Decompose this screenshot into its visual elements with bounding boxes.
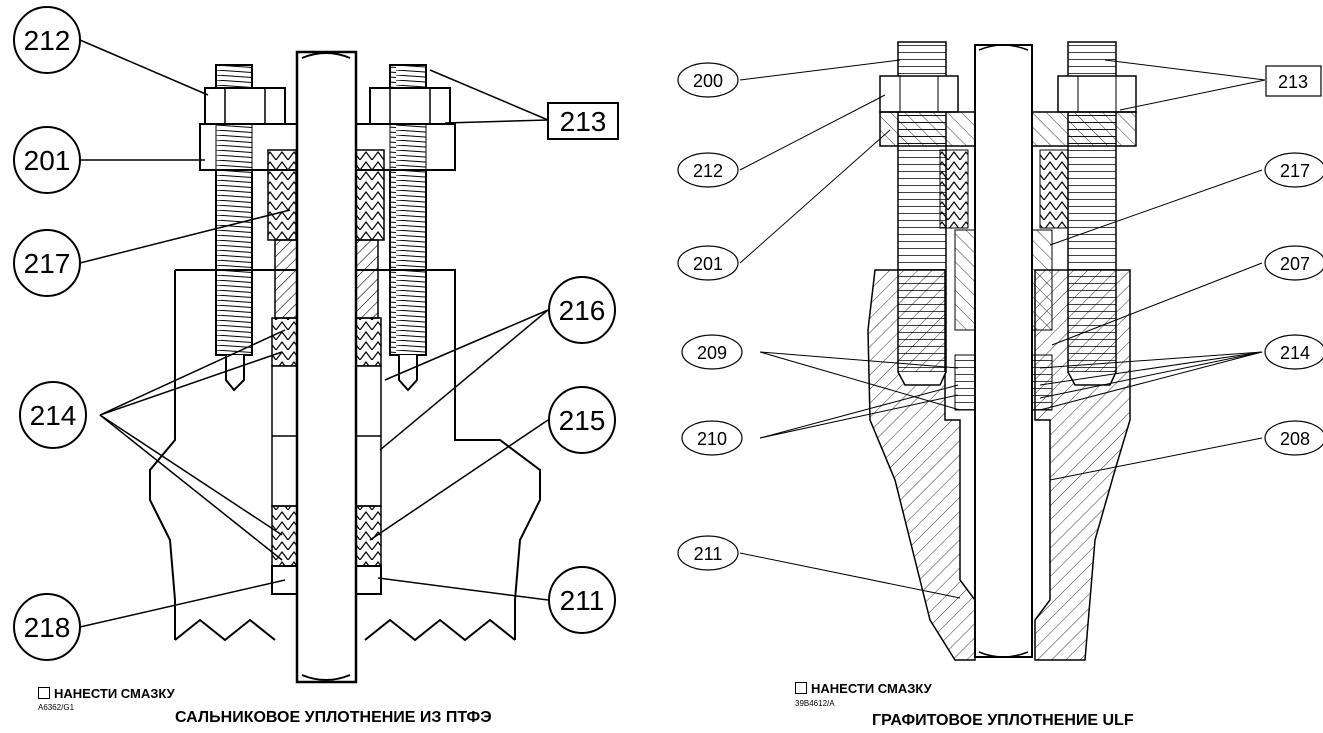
callout-215: 215 <box>548 386 616 454</box>
lubricant-symbol-icon <box>795 682 807 694</box>
drawing-number-right: 39B4612/A <box>795 699 835 708</box>
callout-216: 216 <box>548 276 616 344</box>
callout-213: 213 <box>547 102 619 140</box>
svg-text:207: 207 <box>1280 254 1310 274</box>
bonnet-outline <box>175 269 541 640</box>
callout-213: 213 <box>1265 65 1322 97</box>
break-line <box>174 618 516 642</box>
svg-text:213: 213 <box>1278 72 1308 92</box>
svg-text:208: 208 <box>1280 429 1310 449</box>
callout-208: 208 <box>1264 420 1323 456</box>
svg-text:214: 214 <box>30 400 77 431</box>
svg-text:211: 211 <box>560 585 605 616</box>
svg-text:211: 211 <box>694 544 723 564</box>
drawing-number-left: A6362/G1 <box>38 703 75 712</box>
callout-217: 217 <box>1264 152 1323 188</box>
svg-text:216: 216 <box>559 295 606 326</box>
ulf-graphite-packing-drawing: 200 212 201 209 210 211 213 217 <box>677 41 1323 661</box>
callout-214: 214 <box>1264 334 1323 370</box>
svg-text:217: 217 <box>1280 161 1310 181</box>
svg-text:209: 209 <box>697 343 727 363</box>
valve-stem <box>295 50 358 684</box>
caption-ulf-graphite-packing: ГРАФИТОВОЕ УПЛОТНЕНИЕ ULF <box>872 712 1134 729</box>
svg-text:217: 217 <box>24 248 71 279</box>
left-nut <box>204 87 286 125</box>
right-spring-stack <box>355 149 385 241</box>
svg-text:215: 215 <box>559 405 606 436</box>
callout-201: 201 <box>677 245 739 281</box>
callout-200: 200 <box>677 62 739 98</box>
callout-209: 209 <box>681 334 743 370</box>
callout-211: 211 <box>548 566 616 634</box>
callout-207: 207 <box>1264 245 1323 281</box>
callout-210: 210 <box>681 420 743 456</box>
callout-214: 214 <box>19 381 87 449</box>
caption-ptfe-packing: САЛЬНИКОВОЕ УПЛОТНЕНИЕ ИЗ ПТФЭ <box>175 709 492 726</box>
callout-212: 212 <box>13 6 81 74</box>
svg-text:201: 201 <box>24 145 71 176</box>
svg-text:201: 201 <box>693 254 723 274</box>
ptfe-packing-drawing: 212 201 217 214 218 213 216 215 <box>13 6 619 684</box>
svg-text:212: 212 <box>24 25 71 56</box>
lubricate-note-left: НАНЕСТИ СМАЗКУ <box>38 686 175 701</box>
svg-text:210: 210 <box>697 429 727 449</box>
svg-text:213: 213 <box>560 106 607 137</box>
lubricate-note-right: НАНЕСТИ СМАЗКУ <box>795 681 932 696</box>
callout-218: 218 <box>13 593 81 661</box>
right-nut <box>369 87 451 125</box>
svg-text:200: 200 <box>693 71 723 91</box>
left-spring-stack <box>267 149 297 241</box>
callout-217: 217 <box>13 229 81 297</box>
callout-212: 212 <box>677 152 739 188</box>
lubricant-symbol-icon <box>38 687 50 699</box>
svg-text:218: 218 <box>24 612 71 643</box>
callout-201: 201 <box>13 126 81 194</box>
callout-211: 211 <box>677 535 739 571</box>
valve-stem <box>974 44 1033 658</box>
svg-text:214: 214 <box>1280 343 1310 363</box>
svg-text:212: 212 <box>693 161 723 181</box>
